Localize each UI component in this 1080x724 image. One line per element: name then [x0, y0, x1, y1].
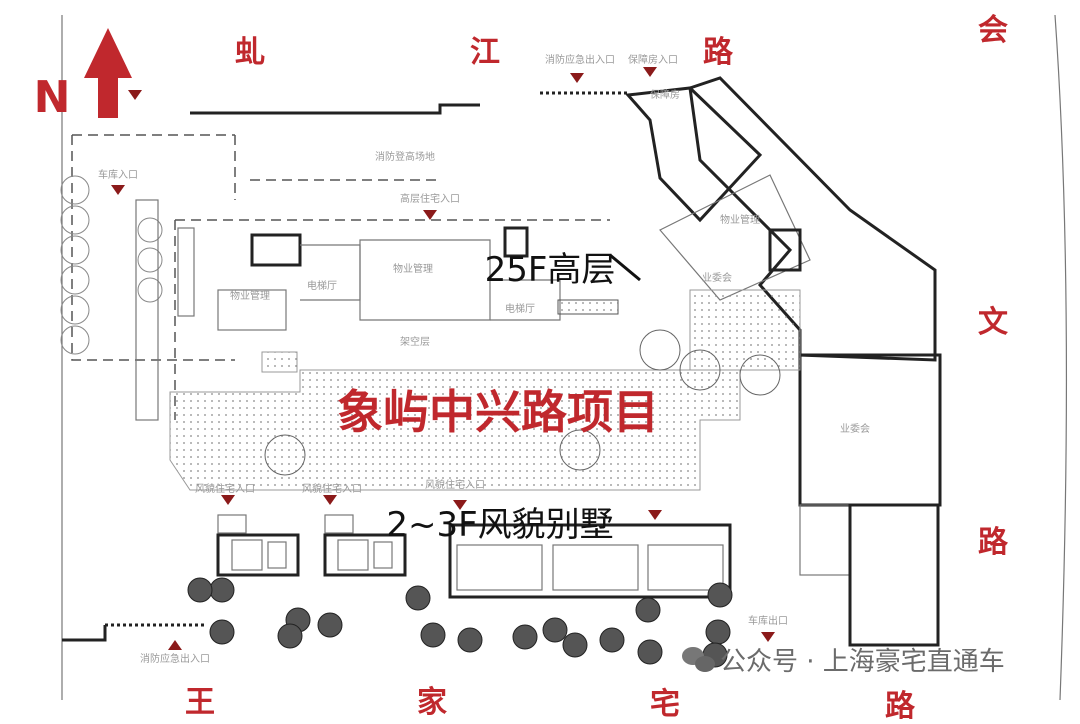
tree-icon — [405, 585, 431, 611]
watermark-text: 公众号 · 上海豪宅直通车 — [720, 647, 1005, 677]
label-affordable-entrance: 保障房入口 — [628, 53, 678, 66]
tree-icon — [420, 622, 446, 648]
highrise-label: 25F高层 — [485, 250, 616, 290]
entrance-marker-icon — [648, 510, 662, 520]
entrance-marker-icon — [323, 495, 337, 505]
villa-blocks — [216, 514, 732, 599]
north-arrow-icon: N — [34, 28, 132, 123]
tree-icon — [562, 632, 588, 658]
road-bottom-char-3: 宅 — [650, 687, 680, 722]
label-property-mgmt-left: 物业管理 — [230, 289, 270, 302]
label-fire-platform: 消防登高场地 — [375, 150, 435, 163]
label-elevator-hall-2: 电梯厅 — [505, 302, 535, 315]
tree-icon — [637, 639, 663, 665]
entrance-marker-icon — [761, 632, 775, 642]
tree-icon — [277, 623, 303, 649]
north-label: N — [34, 72, 71, 123]
tree-icon — [542, 617, 568, 643]
tree-canopy-icon — [559, 429, 601, 471]
road-bottom-char-1: 王 — [185, 685, 215, 720]
tree-icon — [512, 624, 538, 650]
label-affordable-housing: 保障房 — [650, 88, 680, 101]
road-right-char-1: 会 — [978, 13, 1008, 48]
label-property-mgmt-right: 物业管理 — [720, 213, 760, 226]
basement-outline-left — [71, 134, 236, 361]
tree-icon — [635, 597, 661, 623]
site-boundary — [61, 14, 1068, 701]
label-property-mgmt: 物业管理 — [393, 262, 433, 275]
north-wall — [190, 103, 480, 115]
tree-icon — [457, 627, 483, 653]
road-top-char-1: 虬 — [235, 35, 265, 70]
label-open-floor: 架空层 — [400, 335, 430, 348]
tree-canopy-icon — [679, 349, 721, 391]
wechat-icon — [682, 647, 715, 672]
label-villa-entrance-3: 风貌住宅入口 — [425, 478, 485, 491]
label-garage-exit: 车库出口 — [748, 614, 788, 627]
label-villa-entrance-2: 风貌住宅入口 — [302, 482, 362, 495]
watermark: 公众号 · 上海豪宅直通车 — [682, 647, 1005, 677]
villa-label: 2~3F风貌别墅 — [386, 505, 613, 545]
entrance-marker-icon — [570, 73, 584, 83]
tree-icon — [599, 627, 625, 653]
road-right-char-2: 文 — [978, 305, 1008, 340]
highrise-building — [250, 226, 641, 321]
label-highrise-entrance: 高层住宅入口 — [400, 192, 460, 205]
tree-icon — [317, 612, 343, 638]
tree-icon — [187, 577, 213, 603]
south-wall — [62, 625, 107, 642]
entrance-marker-icon — [111, 185, 125, 195]
project-title: 象屿中兴路项目 — [337, 385, 659, 439]
left-wall-block — [177, 227, 195, 317]
label-fire-exit-top: 消防应急出入口 — [545, 53, 615, 66]
label-owners-committee-2: 业委会 — [840, 422, 870, 435]
label-fire-exit-bottom: 消防应急出入口 — [140, 652, 210, 665]
tree-icon — [705, 619, 731, 645]
road-top-char-2: 江 — [470, 35, 500, 70]
road-bottom-char-4: 路 — [885, 689, 916, 724]
tree-row-left — [60, 175, 163, 355]
trees — [187, 329, 781, 668]
tree-icon — [707, 582, 733, 608]
road-bottom-char-2: 家 — [417, 685, 447, 720]
entrance-marker-icon — [128, 90, 142, 100]
entrance-marker-icon — [221, 495, 235, 505]
entrance-marker-icon — [643, 67, 657, 77]
right-building — [624, 76, 942, 647]
label-villa-entrance-1: 风貌住宅入口 — [195, 482, 255, 495]
left-strip — [135, 199, 159, 421]
label-owners-committee: 业委会 — [702, 271, 732, 284]
tree-icon — [209, 577, 235, 603]
entrance-markers — [111, 67, 775, 650]
tree-canopy-icon — [264, 434, 306, 476]
entrance-marker-icon — [168, 640, 182, 650]
label-elevator-hall: 电梯厅 — [307, 279, 337, 292]
tree-icon — [209, 619, 235, 645]
highrise-outline — [174, 219, 610, 420]
entrance-marker-icon — [423, 210, 437, 220]
paving-patch — [261, 351, 298, 373]
guard-room — [217, 289, 287, 331]
tree-canopy-icon — [739, 354, 781, 396]
road-top-char-3: 路 — [703, 35, 734, 70]
landscape-paving-right — [689, 289, 801, 371]
road-right-char-3: 路 — [978, 525, 1009, 560]
entrance-marker-icon — [453, 500, 467, 510]
label-garage-entrance: 车库入口 — [98, 168, 138, 181]
tree-canopy-icon — [639, 329, 681, 371]
